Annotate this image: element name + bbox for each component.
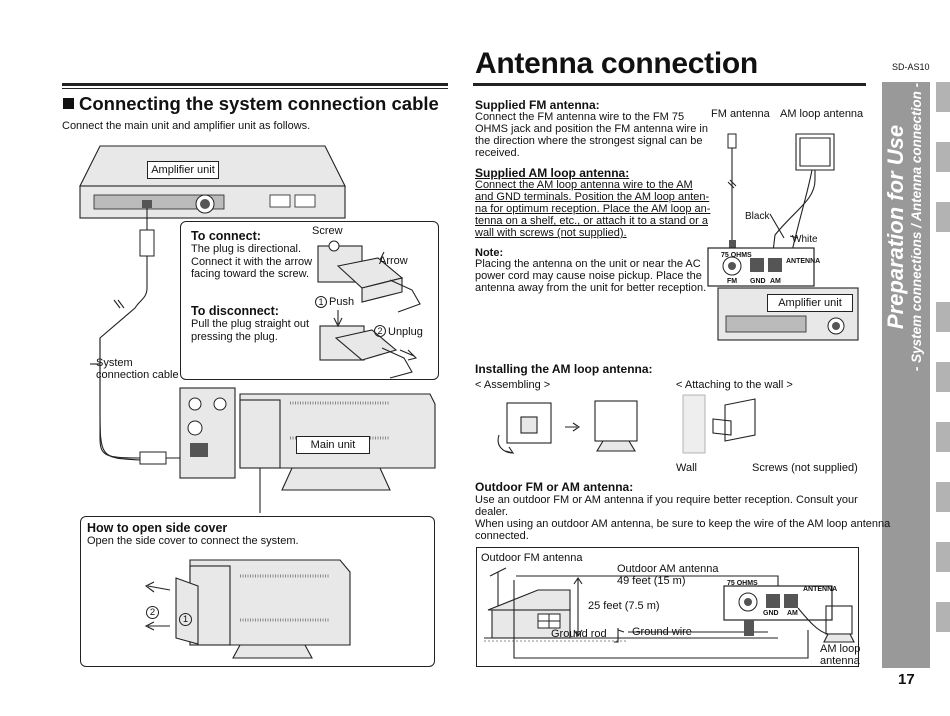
step-1-circle: 1 [315, 296, 327, 308]
page-number: 17 [898, 671, 915, 688]
black-wire-label: Black [745, 211, 770, 222]
amplifier-unit-label: Amplifier unit [147, 161, 219, 179]
fm-line-1: Connect the FM antenna wire to the FM 75 [475, 111, 685, 123]
page-title: Antenna connection [475, 47, 758, 80]
heading-bullet [63, 98, 74, 109]
main-unit-label: Main unit [296, 436, 370, 454]
note-line-1: Placing the antenna on the unit or near … [475, 258, 701, 270]
plug-diagram [317, 240, 421, 379]
disconnect-line-1: Pull the plug straight out [191, 318, 310, 330]
outdoor-panel-antenna: ANTENNA [803, 586, 838, 593]
am-line-2: and GND terminals. Position the AM loop … [475, 191, 710, 203]
outdoor-diagram [484, 567, 855, 659]
outdoor-am-label-1: Outdoor AM antenna [617, 563, 719, 575]
am-antenna-title: Supplied AM loop antenna: [475, 166, 630, 180]
disconnect-line-2: pressing the plug. [191, 331, 278, 343]
system-cable-label-1: System [96, 357, 133, 369]
am-line-3: na for optimum reception. Place the AM l… [475, 203, 711, 215]
side-band [882, 82, 930, 668]
outdoor-line-2: dealer. [475, 506, 509, 518]
am-loop-antenna-label: AM loop antenna [780, 108, 864, 120]
panel-antenna: ANTENNA [786, 258, 821, 265]
outdoor-fm-label: Outdoor FM antenna [481, 552, 583, 564]
connect-line-2: Connect it with the arrow [191, 256, 313, 268]
outdoor-line-1: Use an outdoor FM or AM antenna if you r… [475, 494, 858, 506]
arrow-label: Arrow [379, 255, 408, 267]
side-tab [936, 82, 950, 112]
ground-wire-label: Ground wire [632, 626, 692, 638]
am-line-1: Connect the AM loop antenna wire to the … [475, 179, 693, 191]
section-heading: Connecting the system connection cable [79, 93, 439, 114]
side-tab [936, 202, 950, 232]
outdoor-panel-am: AM [787, 610, 798, 617]
note-title: Note: [475, 247, 504, 259]
model-number: SD-AS10 [892, 62, 930, 72]
screw-label: Screw [312, 225, 343, 237]
connect-line-3: facing toward the screw. [191, 268, 310, 280]
connect-line-1: The plug is directional. [191, 243, 302, 255]
white-wire-label: White [792, 234, 818, 245]
am-line-4: tenna on a shelf, etc., or attach it to … [475, 215, 708, 227]
section-intro: Connect the main unit and amplifier unit… [62, 120, 311, 132]
outdoor-panel-gnd: GND [763, 610, 779, 617]
note-line-3: antenna away from the unit for better re… [475, 282, 707, 294]
outdoor-panel-75-ohms: 75 OHMS [727, 580, 758, 587]
am-line-5: wall with screws (not supplied). [475, 227, 627, 239]
am-loop-label-2: antenna [820, 655, 860, 667]
side-cover-step-1: 1 [179, 613, 192, 626]
connect-title: To connect: [191, 229, 261, 243]
side-cover-diagram [144, 559, 351, 659]
connect-callout [180, 221, 439, 380]
header-rule-left-thin [62, 88, 448, 89]
outdoor-am-label-2: 49 feet (15 m) [617, 575, 686, 587]
side-tab [936, 542, 950, 572]
fm-line-3: the direction where the strongest signal… [475, 135, 703, 147]
panel-75-ohms: 75 OHMS [721, 252, 752, 259]
panel-fm: FM [727, 278, 738, 285]
fm-line-2: OHMS jack and position the FM antenna wi… [475, 123, 708, 135]
side-tab [936, 302, 950, 332]
side-cover-step-2: 2 [146, 606, 159, 619]
header-rule-left [62, 83, 448, 86]
side-cover-text: Open the side cover to connect the syste… [87, 535, 299, 547]
height-label: 25 feet (7.5 m) [588, 600, 660, 612]
side-title: Preparation for Use [883, 124, 908, 330]
am-loop-label-1: AM loop [820, 643, 861, 655]
side-tab [936, 422, 950, 452]
assembling-label: < Assembling > [475, 379, 551, 391]
fm-antenna-label: FM antenna [711, 108, 770, 120]
disconnect-title: To disconnect: [191, 304, 279, 318]
install-diagram [497, 394, 756, 454]
ground-rod-label: Ground rod [551, 628, 607, 640]
side-tab [936, 482, 950, 512]
antenna-amp-label: Amplifier unit [767, 294, 853, 312]
side-cover-title: How to open side cover [87, 521, 228, 535]
antenna-diagram [707, 133, 859, 341]
system-cable-label-2: connection cable [96, 369, 179, 381]
panel-am: AM [770, 278, 781, 285]
attaching-label: < Attaching to the wall > [676, 379, 793, 391]
outdoor-line-4: connected. [475, 530, 529, 542]
note-line-2: power cord may cause noise pickup. Place… [475, 270, 702, 282]
system-diagram [79, 145, 436, 513]
fm-antenna-title: Supplied FM antenna: [475, 98, 600, 112]
header-rule-right [473, 83, 866, 86]
outdoor-title: Outdoor FM or AM antenna: [475, 480, 634, 494]
side-tab [936, 142, 950, 172]
outdoor-line-3: When using an outdoor AM antenna, be sur… [475, 518, 891, 530]
side-band-text: Preparation for Use - System connections… [883, 0, 931, 520]
install-title: Installing the AM loop antenna: [475, 362, 653, 376]
push-label: Push [329, 296, 355, 308]
side-tab [936, 362, 950, 392]
fm-line-4: received. [475, 147, 520, 159]
panel-gnd: GND [750, 278, 766, 285]
unplug-label: Unplug [388, 326, 423, 338]
wall-label: Wall [676, 462, 697, 474]
side-tab [936, 602, 950, 632]
screws-label: Screws (not supplied) [752, 462, 858, 474]
step-2-circle: 2 [374, 325, 386, 337]
side-subtitle: - System connections / Antenna connectio… [909, 82, 924, 372]
